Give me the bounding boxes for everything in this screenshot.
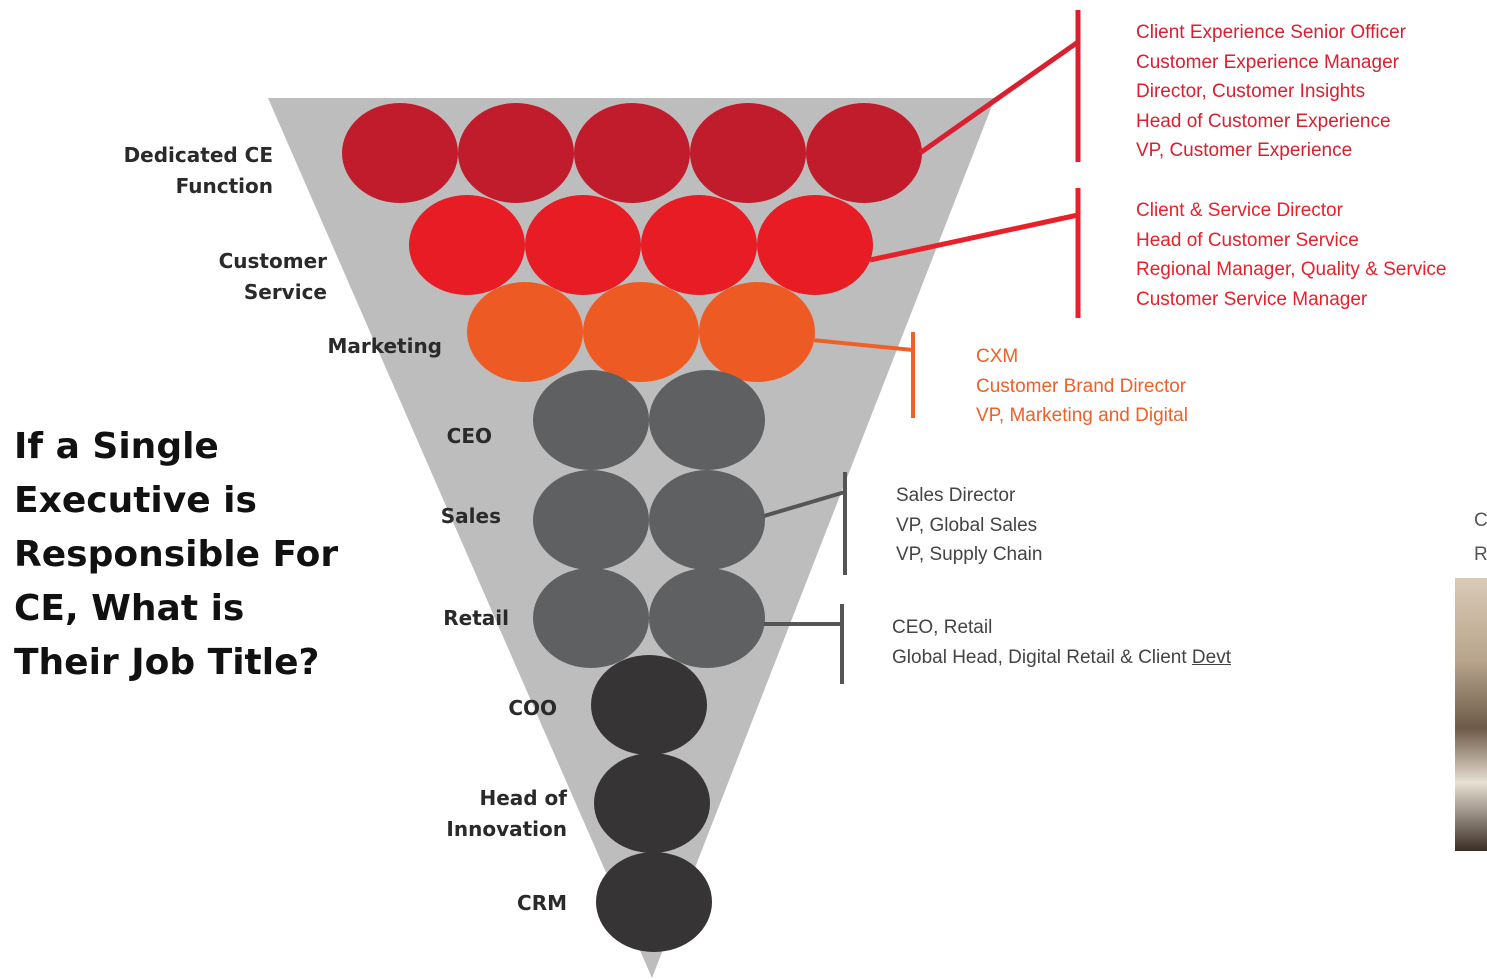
question-line: Responsible For: [14, 534, 339, 575]
funnel-circle: [467, 282, 583, 382]
job-title: VP, Global Sales: [896, 514, 1038, 536]
row-label-head-of-innovation: Head of Innovation: [446, 783, 567, 845]
question-line: If a Single: [14, 426, 219, 467]
retail-titles: CEO, Retail Global Head, Digital Retail …: [892, 613, 1231, 672]
funnel-circle: [458, 103, 574, 203]
question-heading: If a Single Executive is Responsible For…: [14, 420, 344, 690]
job-title: Global Head, Digital Retail & Client Dev…: [892, 643, 1231, 673]
job-title: CXM: [976, 346, 1019, 367]
job-title: Director, Customer Insights: [1136, 81, 1366, 103]
connector-line: [869, 212, 1079, 263]
photo-caption-line: C: [1474, 510, 1487, 531]
marketing-titles: CXM Customer Brand Director VP, Marketin…: [976, 342, 1188, 431]
person-photo: [1455, 578, 1487, 851]
funnel-circle: [641, 195, 757, 295]
question-line: Their Job Title?: [14, 642, 320, 683]
row-label-customer-service: Customer Service: [219, 246, 327, 308]
job-title: Sales Director: [896, 485, 1016, 506]
job-title: Head of Customer Experience: [1136, 110, 1391, 132]
connector-line: [763, 490, 846, 518]
row-label-line: Customer: [218, 249, 327, 273]
funnel-circle: [596, 852, 712, 952]
row-label-ceo: CEO: [447, 421, 492, 452]
funnel-circle: [649, 568, 765, 668]
funnel-circle: [342, 103, 458, 203]
funnel-circle: [574, 103, 690, 203]
row-label-line: COO: [508, 696, 557, 720]
funnel-circle: [533, 568, 649, 668]
row-label-line: CEO: [446, 424, 492, 448]
row-label-line: Dedicated CE: [123, 143, 273, 167]
funnel-circles: [342, 103, 922, 952]
funnel-circle: [583, 282, 699, 382]
row-label-dedicated-ce-function: Dedicated CE Function: [124, 140, 273, 202]
job-title: VP, Marketing and Digital: [976, 405, 1188, 427]
row-label-coo: COO: [508, 693, 557, 724]
row-label-marketing: Marketing: [327, 331, 442, 362]
photo-caption-line: R: [1474, 544, 1487, 565]
row-label-line: Marketing: [327, 334, 442, 358]
photo-caption: C R: [1474, 504, 1487, 572]
row-label-sales: Sales: [441, 501, 501, 532]
ce-function-titles: Client Experience Senior Officer Custome…: [1136, 18, 1406, 166]
row-label-line: Sales: [440, 504, 501, 528]
funnel-circle: [690, 103, 806, 203]
job-title: CEO, Retail: [892, 617, 993, 638]
job-title: Client Experience Senior Officer: [1136, 22, 1406, 43]
question-line: CE, What is: [14, 588, 245, 629]
job-title: Customer Brand Director: [976, 375, 1187, 397]
customer-service-titles: Client & Service Director Head of Custom…: [1136, 196, 1447, 314]
funnel-circle: [525, 195, 641, 295]
row-label-line: CRM: [517, 891, 567, 915]
funnel-circle: [594, 753, 710, 853]
funnel-circle: [757, 195, 873, 295]
job-title: VP, Customer Experience: [1136, 140, 1353, 162]
job-title-text: Global Head, Digital Retail & Client: [892, 646, 1187, 668]
funnel-circle: [533, 470, 649, 570]
job-title: Client & Service Director: [1136, 200, 1343, 221]
funnel-circle: [591, 655, 707, 755]
funnel-circle: [409, 195, 525, 295]
connector-lines: [763, 10, 1081, 684]
funnel-circle: [806, 103, 922, 203]
connector-line: [811, 338, 914, 352]
row-label-line: Innovation: [446, 817, 567, 841]
row-label-line: Service: [243, 280, 327, 304]
job-title-text: Devt: [1191, 646, 1231, 668]
connector-line: [918, 39, 1080, 156]
row-label-line: Head of: [479, 786, 567, 810]
funnel-circle: [533, 370, 649, 470]
job-title: Customer Service Manager: [1136, 288, 1368, 310]
row-label-crm: CRM: [517, 888, 567, 919]
job-title: VP, Supply Chain: [896, 544, 1043, 566]
job-title: Regional Manager, Quality & Service: [1136, 259, 1447, 281]
funnel-circle: [649, 370, 765, 470]
job-title: Customer Experience Manager: [1136, 51, 1399, 73]
job-title: Head of Customer Service: [1136, 229, 1359, 251]
row-label-line: Function: [175, 174, 273, 198]
row-label-line: Retail: [443, 606, 509, 630]
sales-titles: Sales Director VP, Global Sales VP, Supp…: [896, 481, 1042, 570]
row-label-retail: Retail: [443, 603, 509, 634]
funnel-circle: [699, 282, 815, 382]
question-line: Executive is: [14, 480, 257, 521]
funnel-circle: [649, 470, 765, 570]
